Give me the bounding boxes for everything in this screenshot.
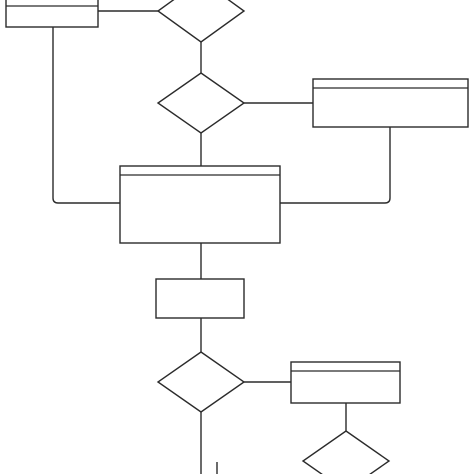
process-box [312, 78, 469, 128]
decision-2 [156, 72, 246, 134]
decision-diamond [156, 351, 246, 413]
decision-top [156, 0, 246, 43]
decision-diamond [301, 430, 391, 474]
connectors [52, 10, 391, 474]
process-box [155, 278, 245, 319]
process-right-2 [290, 361, 401, 404]
process-box [290, 361, 401, 404]
process-top-left [5, 0, 99, 28]
decision-bottom-right [301, 430, 391, 474]
decision-3 [156, 351, 246, 413]
connector-process-right-1-to-process-center [280, 127, 391, 204]
decision-diamond [156, 0, 246, 43]
connector-top-left-to-process-center [52, 27, 120, 204]
decision-diamond [156, 72, 246, 134]
process-right-1 [312, 78, 469, 128]
process-center [119, 165, 281, 244]
process-small [155, 278, 245, 319]
process-box [5, 0, 99, 28]
process-box [119, 165, 281, 244]
